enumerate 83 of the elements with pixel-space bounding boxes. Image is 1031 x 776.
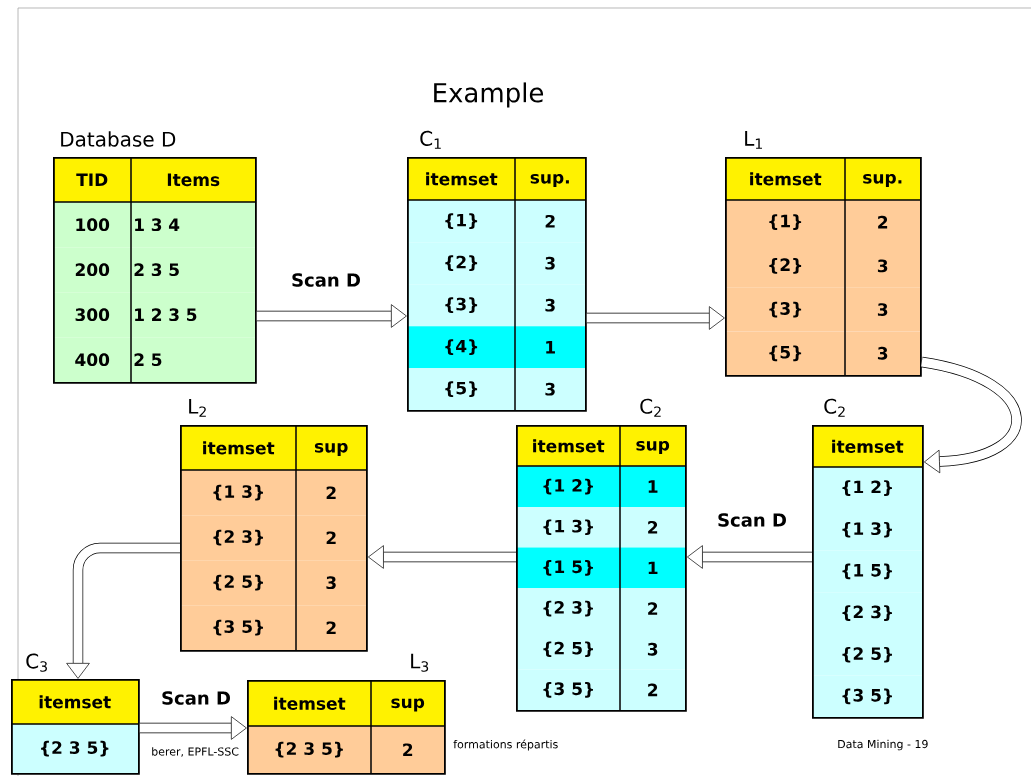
- block-arrow: [368, 545, 516, 569]
- table-cell: 1: [620, 466, 686, 507]
- edge-label: Scan D: [718, 513, 786, 527]
- footer-text: formations répartis: [453, 739, 558, 751]
- block-arrow: [139, 716, 247, 740]
- table-cell: {2}: [725, 244, 846, 288]
- table-cell: {2}: [407, 242, 516, 285]
- table-cell: {5}: [725, 331, 846, 376]
- table-cell: {3 5}: [516, 669, 621, 711]
- table-cell: 1: [515, 326, 586, 369]
- table-cell: {2 5}: [516, 628, 621, 670]
- block-arrow: [66, 542, 180, 679]
- table-cell: 2: [620, 669, 686, 711]
- table-cell: {2 3 5}: [247, 726, 372, 774]
- table-cell: {1 2}: [812, 467, 923, 509]
- table-cell: {1}: [407, 200, 516, 243]
- header-cell: itemset: [11, 679, 139, 725]
- table-title: L$_{2}$: [189, 399, 206, 417]
- table-cell: 2: [620, 588, 686, 629]
- table-cell: {1 3}: [516, 506, 621, 548]
- footer-text: Data Mining - 19: [838, 739, 928, 751]
- table-title: C$_{2}$: [640, 398, 661, 417]
- table-cell: {2 3}: [180, 515, 297, 561]
- table-cell: 3: [845, 331, 921, 376]
- table-title: C$_{1}$: [420, 130, 441, 149]
- table-title: C$_{2}$: [824, 398, 845, 417]
- table-cell: {3}: [407, 284, 516, 327]
- table-cell: {3 5}: [812, 675, 923, 718]
- table-cell: 2: [296, 470, 367, 516]
- table-cell: 2: [845, 200, 921, 244]
- table-cell: {3}: [725, 287, 846, 332]
- table-cell: 3: [296, 560, 367, 606]
- block-arrow: [920, 356, 1022, 474]
- block-arrow: [687, 545, 812, 569]
- table-cell: 3: [845, 244, 921, 288]
- edge-label: Scan D: [162, 691, 230, 705]
- table-cell: 3: [845, 287, 921, 332]
- table-cell: {2 3 5}: [11, 724, 139, 774]
- table-cell: 2: [515, 200, 586, 243]
- table-cell: 1: [620, 547, 686, 589]
- header-cell: Items: [131, 157, 256, 203]
- table-cell: 1 2 3 5: [131, 292, 256, 338]
- footer-text: berer, EPFL-SSC: [152, 747, 239, 757]
- header-cell: sup: [371, 680, 445, 727]
- table-cell: {2 5}: [180, 560, 297, 606]
- table-cell: 2: [620, 506, 686, 548]
- table-title: L$_{3}$: [411, 653, 429, 672]
- table-cell: 100: [53, 202, 132, 248]
- table-cell: {2 5}: [812, 633, 923, 676]
- table-cell: 200: [53, 247, 132, 293]
- table-cell: {1 3}: [812, 508, 923, 551]
- table-title: Database D: [61, 131, 176, 147]
- table-cell: 3: [620, 628, 686, 670]
- table-cell: {5}: [407, 368, 516, 411]
- table-cell: {2 3}: [516, 588, 621, 629]
- table-title: L$_{1}$: [745, 131, 762, 149]
- table-cell: {1 2}: [516, 466, 621, 507]
- table-cell: 3: [515, 368, 586, 411]
- header-cell: itemset: [180, 425, 297, 471]
- table-cell: 2: [371, 726, 445, 774]
- table-cell: {3 5}: [180, 605, 297, 651]
- table-cell: {1 5}: [812, 550, 923, 593]
- table-cell: 2: [296, 515, 367, 561]
- block-arrow: [256, 304, 407, 328]
- table-cell: 2 5: [131, 337, 256, 383]
- table-cell: 3: [515, 284, 586, 327]
- table-cell: {1}: [725, 200, 846, 244]
- edge-label: Scan D: [292, 273, 360, 287]
- table-cell: 1 3 4: [131, 202, 256, 248]
- table-cell: {1 5}: [516, 547, 621, 589]
- table-title: C$_{3}$: [26, 653, 47, 672]
- block-arrow: [586, 306, 725, 330]
- table-cell: {2 3}: [812, 592, 923, 634]
- header-cell: itemset: [247, 680, 372, 727]
- slide-title: Example: [434, 82, 544, 108]
- table-cell: {4}: [407, 326, 516, 369]
- table-cell: 2 3 5: [131, 247, 256, 293]
- table-cell: {1 3}: [180, 470, 297, 516]
- table-cell: 2: [296, 605, 367, 651]
- table-cell: 300: [53, 292, 132, 338]
- header-cell: itemset: [812, 425, 923, 468]
- table-cell: 400: [53, 337, 132, 383]
- table-cell: 3: [515, 242, 586, 285]
